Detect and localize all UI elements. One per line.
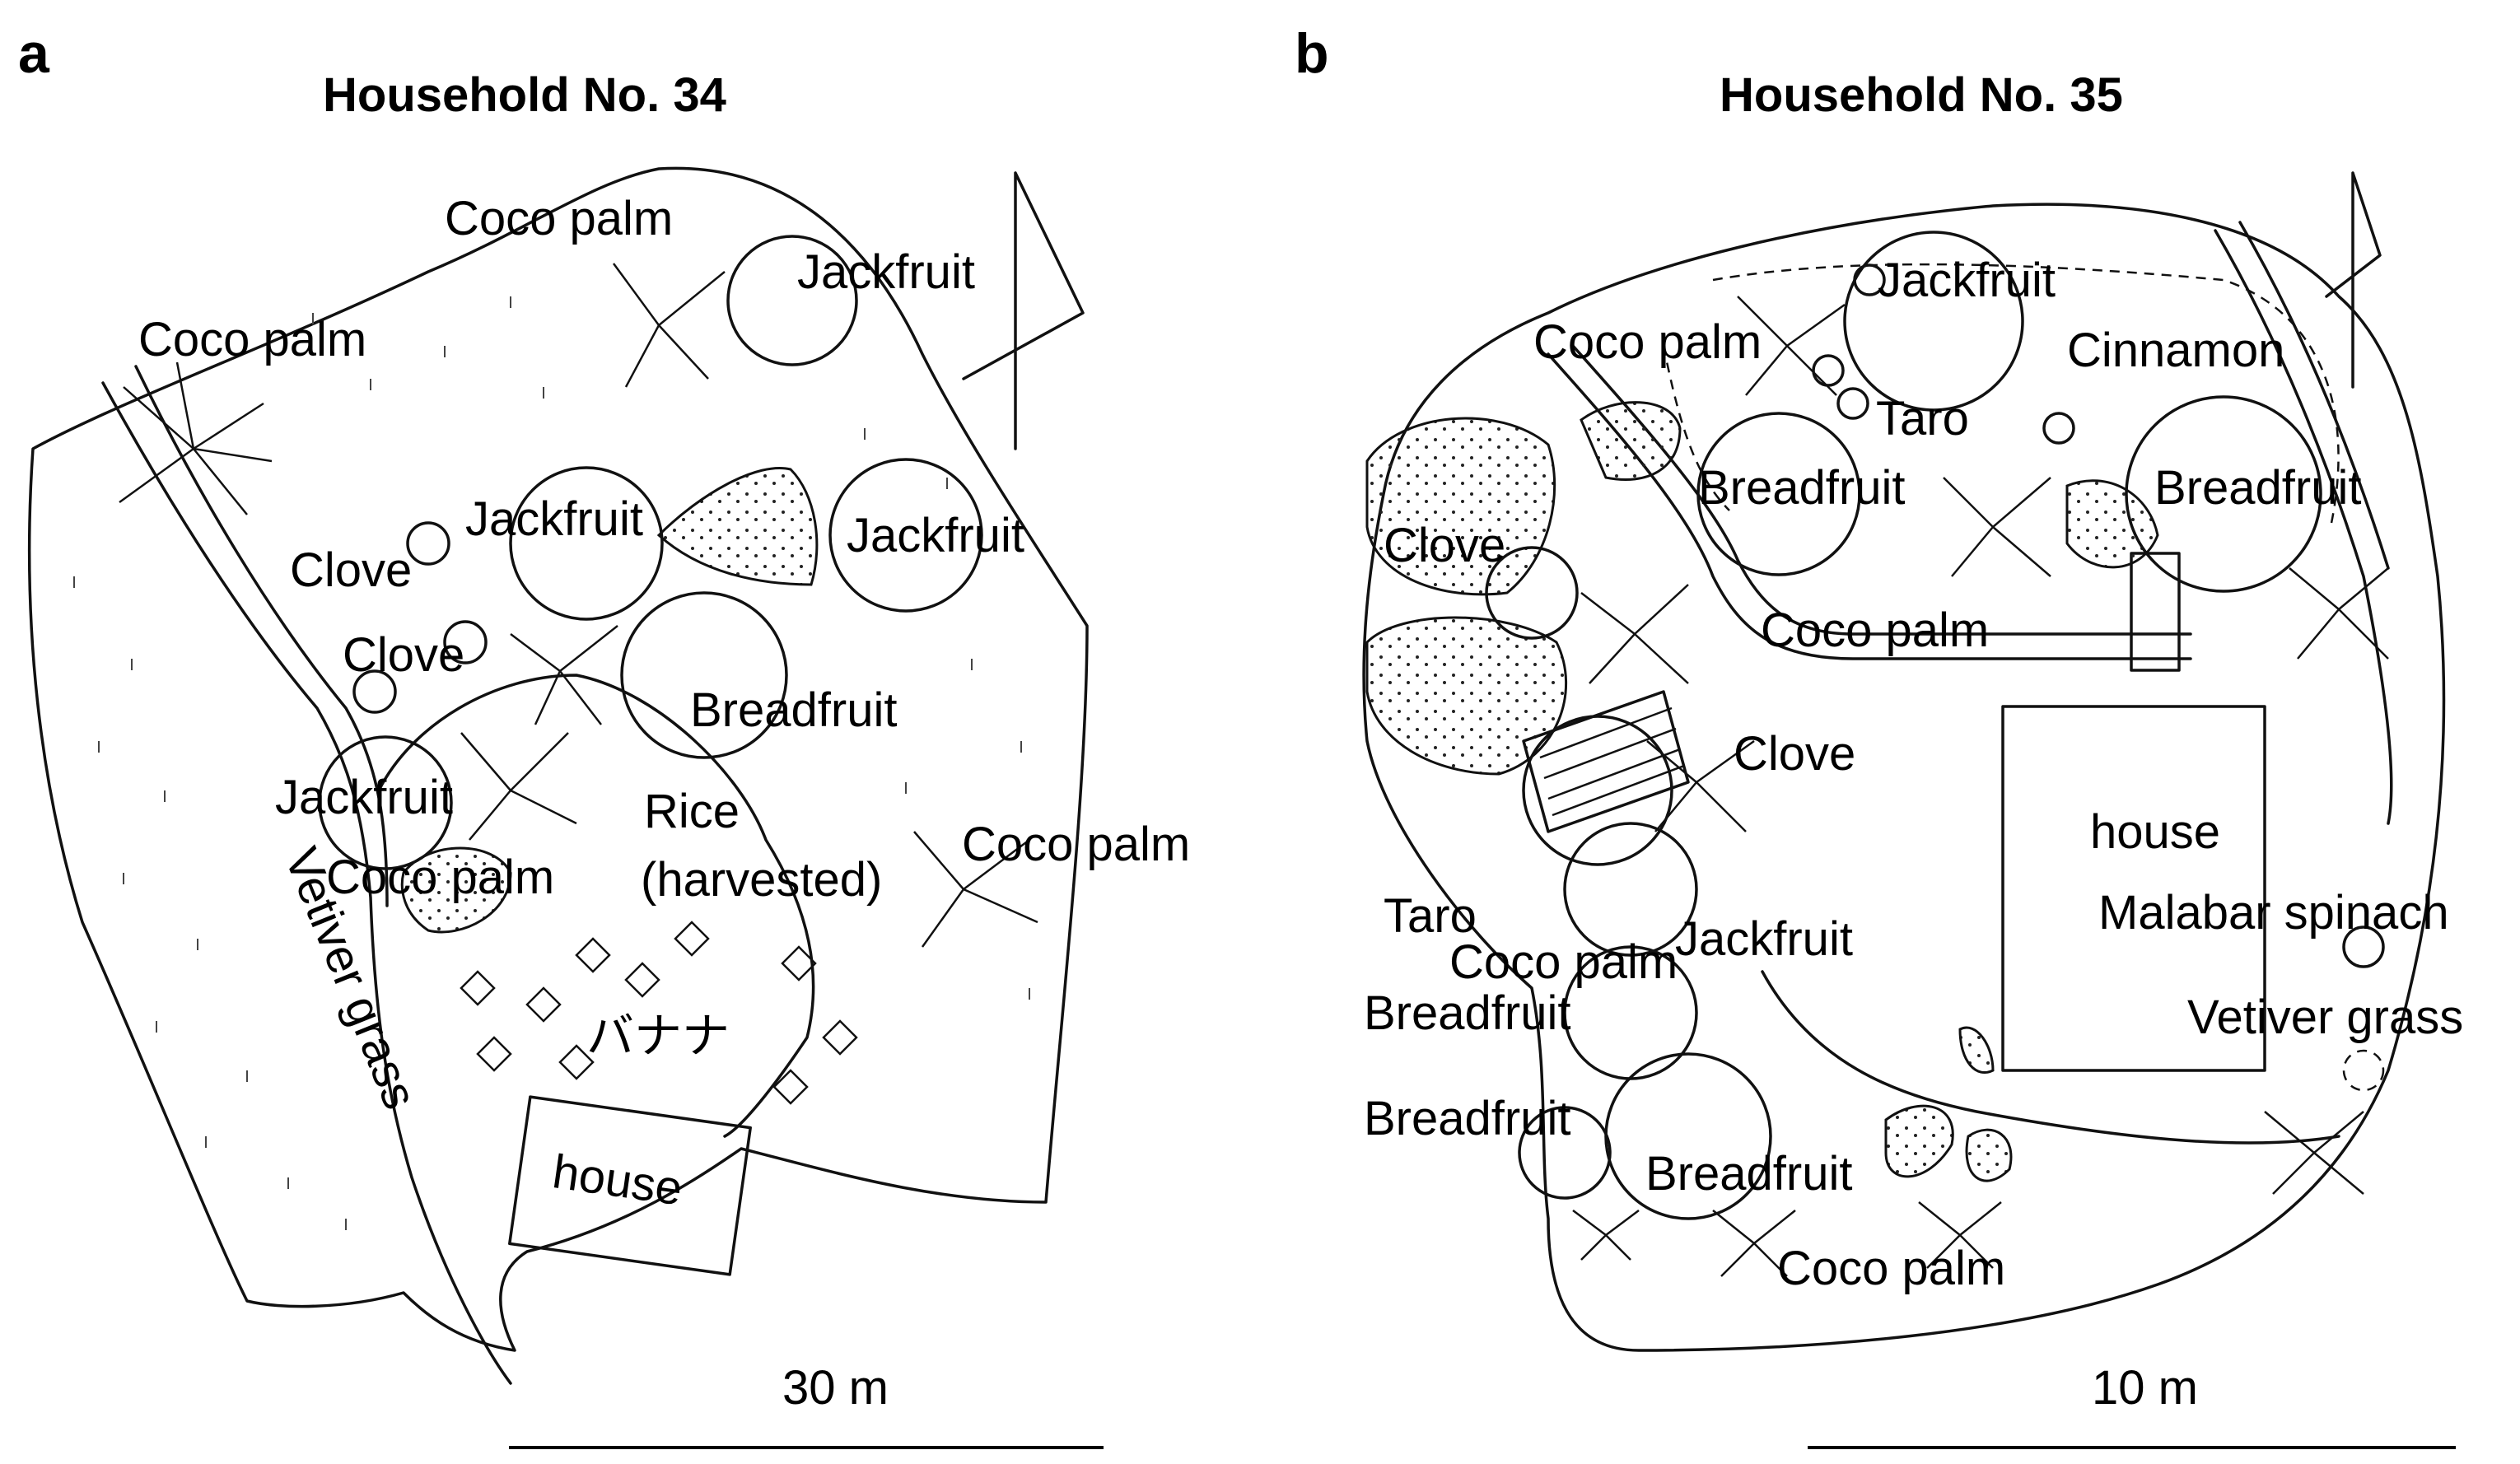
jackfruit-tree-a-top: [726, 235, 858, 366]
hatched-plot-b: [1522, 690, 1690, 833]
label-b-coco-palm-mid: Coco palm: [1761, 604, 1989, 657]
panel-b-title: Household No. 35: [1720, 68, 2123, 122]
cinnamon-small-3: [1836, 387, 1869, 420]
clove-tree-a-1: [406, 521, 450, 566]
clove-tree-a-2: [443, 620, 488, 664]
shed-b: [2130, 552, 2181, 672]
house-a: [508, 1095, 752, 1276]
cinnamon-small-1: [1853, 263, 1886, 296]
fence-dashed-b: [1662, 263, 2340, 528]
label-a-jackfruit-right: Jackfruit: [847, 509, 1024, 562]
label-b-breadfruit-low2: Breadfruit: [1364, 1092, 1570, 1145]
label-a-clove-2: Clove: [343, 628, 464, 682]
cinnamon-small-2: [1812, 354, 1845, 387]
coco-palm-a-mid: [510, 625, 618, 725]
field-boundary-b: [1362, 203, 2446, 1352]
road-a-2: [134, 365, 389, 907]
grass-marks-a: [73, 296, 1030, 1230]
label-b-coco-palm-bottom: Coco palm: [1777, 1242, 2005, 1295]
road-b-3: [2214, 229, 2393, 825]
house-b-label: house: [2090, 805, 2220, 859]
cinnamon-small-4: [2042, 412, 2075, 445]
coco-palm-a-left: [119, 361, 273, 515]
coco-palm-a-top: [612, 263, 726, 388]
label-a-jackfruit-mid: Jackfruit: [465, 492, 643, 546]
plot-b-5: [1884, 1104, 1954, 1178]
jackfruit-tree-a-low: [318, 735, 453, 870]
label-a-rice-harvested: (harvested): [641, 853, 882, 907]
label-b-taro-low: Taro: [1384, 889, 1477, 943]
label-b-clove-mid: Clove: [1734, 727, 1855, 781]
plot-b-4: [2065, 479, 2159, 569]
scale-label-a: 30 m: [782, 1361, 889, 1415]
tree-b-3: [1563, 822, 1698, 957]
field-boundary-a: [27, 166, 1089, 1352]
hatched-plot-lines-b: [1539, 706, 1685, 817]
label-b-breadfruit-low1: Breadfruit: [1364, 986, 1570, 1040]
label-a-clove-1: Clove: [290, 543, 412, 597]
vetiver-circle-b: [2342, 1049, 2385, 1092]
clove-tree-b-2: [1522, 715, 1673, 866]
label-a-coco-palm-low: Coco palm: [326, 851, 554, 904]
garden-boundary-a: [377, 674, 815, 1138]
breadfruit-tree-b-right: [2125, 395, 2322, 593]
panel-b: b Household No. 35 house: [1295, 22, 2463, 1449]
label-a-coco-palm-top: Coco palm: [445, 192, 673, 245]
road-b-4: [2238, 221, 2390, 570]
house-a-label: house: [549, 1145, 686, 1215]
panel-a: a Household No. 34 house: [18, 22, 1190, 1449]
label-a-rice: Rice: [644, 785, 740, 838]
label-a-breadfruit: Breadfruit: [690, 683, 897, 737]
coco-palm-a-right: [913, 831, 1038, 948]
label-b-breadfruit-bottom: Breadfruit: [1645, 1147, 1852, 1201]
panel-a-letter: a: [18, 22, 50, 85]
label-b-taro-top: Taro: [1876, 392, 1969, 445]
house-b: [2001, 705, 2266, 1072]
label-b-jackfruit-low: Jackfruit: [1675, 912, 1853, 966]
panel-a-title: Household No. 34: [323, 68, 726, 122]
breadfruit-tree-b-bottom: [1518, 1106, 1612, 1200]
label-a-coco-palm-right: Coco palm: [962, 818, 1190, 871]
label-b-cinnamon: Cinnamon: [2067, 324, 2284, 377]
breadfruit-tree-b-mid: [1696, 412, 1861, 576]
panel-b-letter: b: [1295, 22, 1329, 85]
malabar-spinach-circle-1: [2342, 925, 2385, 968]
label-b-vetiver-grass: Vetiver grass: [2187, 991, 2463, 1044]
coco-palm-b-stars: [1572, 296, 2389, 1277]
north-arrow-b: [2325, 171, 2382, 389]
rice-plot-a: [656, 467, 819, 586]
label-b-clove-left: Clove: [1384, 519, 1505, 572]
breadfruit-tree-a: [620, 591, 788, 759]
label-b-breadfruit-mid: Breadfruit: [1698, 461, 1905, 515]
label-b-coco-palm-low: Coco palm: [1449, 935, 1678, 989]
label-b-malabar-spinach: Malabar spinach: [2098, 886, 2449, 939]
plot-b-6: [1965, 1128, 2013, 1182]
clove-tree-a-3: [352, 669, 397, 714]
banana-plants-a: [460, 921, 858, 1105]
plot-b-2: [1365, 616, 1568, 776]
label-b-coco-palm-top: Coco palm: [1533, 315, 1762, 369]
label-a-jackfruit-top: Jackfruit: [797, 245, 975, 299]
plot-b-7: [1958, 1026, 1995, 1074]
garden-boundary-b: [1761, 970, 2340, 1145]
scale-label-b: 10 m: [2092, 1361, 2198, 1415]
jackfruit-tree-b-top: [1843, 231, 2024, 412]
coco-palm-a-low: [460, 732, 577, 841]
label-b-jackfruit-top: Jackfruit: [1878, 254, 2056, 307]
north-arrow-a: [962, 171, 1085, 450]
plot-b-3: [1580, 401, 1682, 481]
road-a-1: [101, 381, 512, 1385]
clove-tree-b-1: [1485, 546, 1579, 640]
small-plot-a: [400, 846, 512, 934]
label-a-banana: バナナ: [586, 1009, 730, 1063]
plot-b-1: [1365, 417, 1556, 596]
label-a-jackfruit-low: Jackfruit: [275, 771, 453, 824]
label-b-breadfruit-right: Breadfruit: [2154, 461, 2361, 515]
jackfruit-tree-a-right: [828, 458, 983, 613]
label-a-coco-palm-left: Coco palm: [138, 313, 366, 366]
jackfruit-tree-a-mid: [509, 466, 664, 621]
